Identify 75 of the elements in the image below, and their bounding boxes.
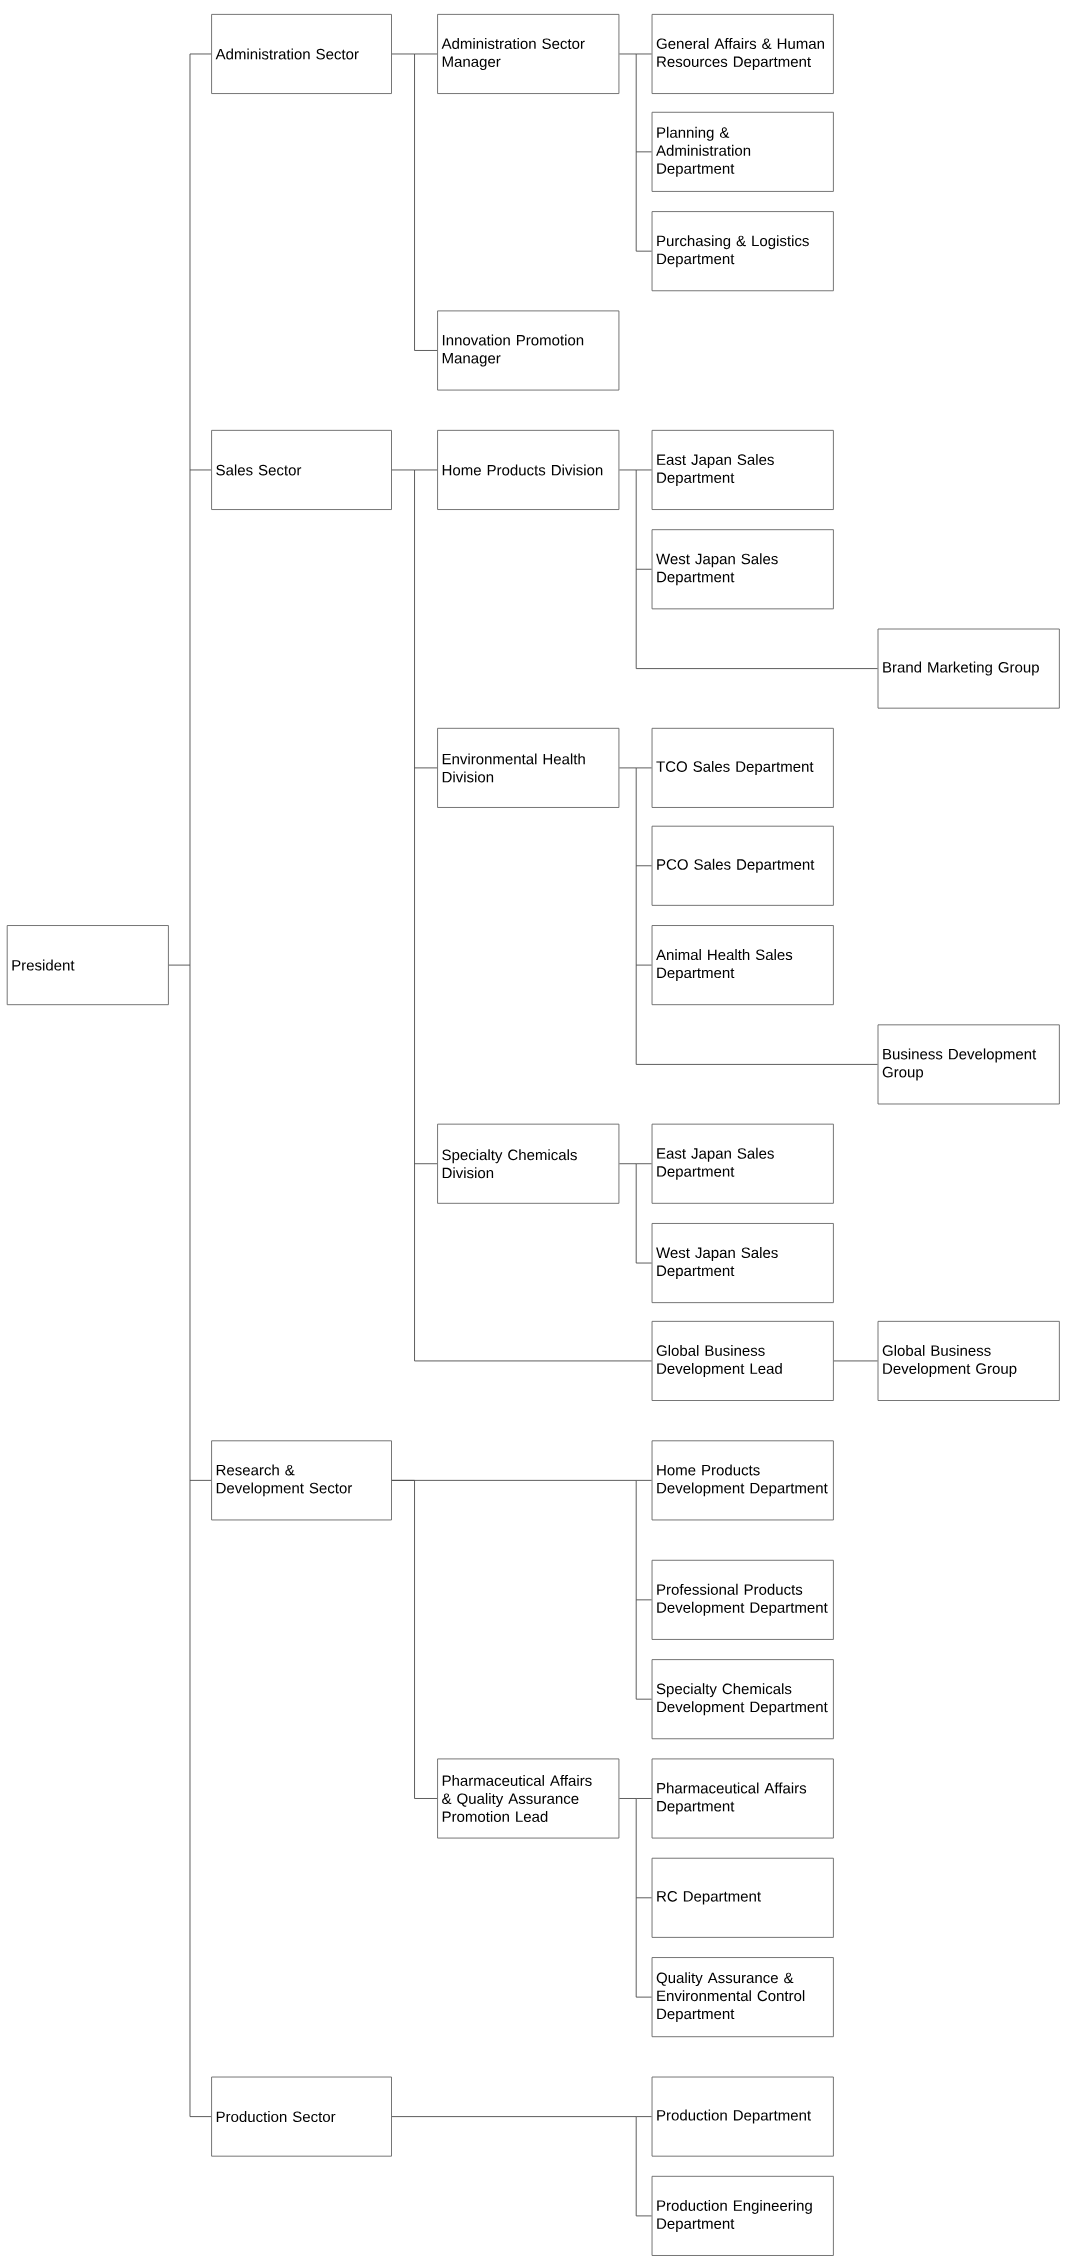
connector-line bbox=[635, 964, 653, 966]
org-box: Home Products Development Department bbox=[651, 1440, 834, 1521]
connector-line bbox=[635, 1897, 653, 1899]
connector-line bbox=[414, 1163, 438, 1165]
org-box: Production Engineering Department bbox=[651, 2175, 834, 2256]
connector-line bbox=[635, 250, 653, 252]
connector-line bbox=[414, 469, 438, 471]
connector-line bbox=[618, 469, 637, 670]
org-box: Administration Sector Manager bbox=[437, 13, 620, 94]
connector-line bbox=[635, 2215, 653, 2217]
connector-line bbox=[414, 1360, 653, 1362]
connector-line bbox=[189, 469, 212, 471]
connector-line bbox=[635, 1698, 653, 1700]
connector-line bbox=[189, 1479, 212, 1481]
org-box: Quality Assurance & Environmental Control Department bbox=[651, 1957, 834, 2038]
org-box: Professional Products Development Department bbox=[651, 1559, 834, 1640]
connector-line bbox=[189, 2116, 212, 2118]
connector-line bbox=[189, 53, 212, 55]
connector-line bbox=[414, 53, 438, 55]
org-box: Home Products Division bbox=[437, 429, 620, 510]
connector-line bbox=[635, 668, 878, 670]
connector-line bbox=[635, 53, 653, 55]
connector-line bbox=[833, 1360, 878, 1362]
connector-line bbox=[635, 1063, 878, 1065]
connector-line bbox=[618, 1798, 637, 1998]
connector-line bbox=[635, 469, 653, 471]
connector-line bbox=[635, 1262, 653, 1264]
org-box: Planning & Administration Department bbox=[651, 111, 834, 192]
connector-line bbox=[618, 767, 637, 1065]
org-box: East Japan Sales Department bbox=[651, 429, 834, 510]
org-box: Brand Marketing Group bbox=[877, 628, 1060, 709]
connector-line bbox=[635, 767, 653, 769]
connector-line bbox=[635, 151, 653, 153]
org-box: Sales Sector bbox=[211, 429, 392, 510]
connector-line bbox=[391, 1479, 415, 1799]
connector-line bbox=[635, 1996, 653, 1998]
connector-line bbox=[635, 865, 653, 867]
connector-line bbox=[414, 350, 438, 351]
org-box: PCO Sales Department bbox=[651, 825, 834, 906]
connector-line bbox=[635, 568, 653, 570]
connector-line bbox=[391, 2116, 637, 2217]
org-box: Production Sector bbox=[211, 2076, 392, 2157]
org-box: Specialty Chemicals Division bbox=[437, 1123, 620, 1204]
connector-line bbox=[414, 1798, 438, 1799]
org-box: Production Department bbox=[651, 2076, 834, 2157]
connector-line bbox=[635, 1798, 653, 1799]
connector-line bbox=[391, 469, 415, 1362]
org-box: RC Department bbox=[651, 1857, 834, 1938]
org-box: Animal Health Sales Department bbox=[651, 925, 834, 1006]
org-box: East Japan Sales Department bbox=[651, 1123, 834, 1204]
org-box: Pharmaceutical Affairs & Quality Assurance Promotion Lead bbox=[437, 1758, 620, 1839]
org-box: Administration Sector bbox=[211, 13, 392, 94]
connector-line bbox=[635, 1163, 653, 1165]
org-box: West Japan Sales Department bbox=[651, 529, 834, 610]
org-box: Purchasing & Logistics Department bbox=[651, 211, 834, 292]
connector-line bbox=[414, 767, 438, 769]
org-box: TCO Sales Department bbox=[651, 727, 834, 808]
org-box: Global Business Development Group bbox=[877, 1320, 1060, 1401]
connector-line bbox=[635, 1599, 653, 1601]
org-box: President bbox=[6, 925, 169, 1006]
org-box: General Affairs & Human Resources Department bbox=[651, 13, 834, 94]
connector-line bbox=[168, 53, 191, 2118]
org-box: Specialty Chemicals Development Department bbox=[651, 1659, 834, 1740]
org-box: West Japan Sales Department bbox=[651, 1223, 834, 1304]
org-box: Innovation Promotion Manager bbox=[437, 310, 620, 391]
org-box: Research & Development Sector bbox=[211, 1440, 392, 1521]
connector-line bbox=[391, 53, 415, 351]
connector-line bbox=[635, 2116, 653, 2118]
org-box: Environmental Health Division bbox=[437, 727, 620, 808]
connector-line bbox=[618, 1163, 637, 1264]
org-box: Global Business Development Lead bbox=[651, 1320, 834, 1401]
org-box: Pharmaceutical Affairs Department bbox=[651, 1758, 834, 1839]
connector-line bbox=[635, 1479, 653, 1481]
org-box: Business Development Group bbox=[877, 1024, 1060, 1105]
connector-line bbox=[618, 53, 637, 252]
